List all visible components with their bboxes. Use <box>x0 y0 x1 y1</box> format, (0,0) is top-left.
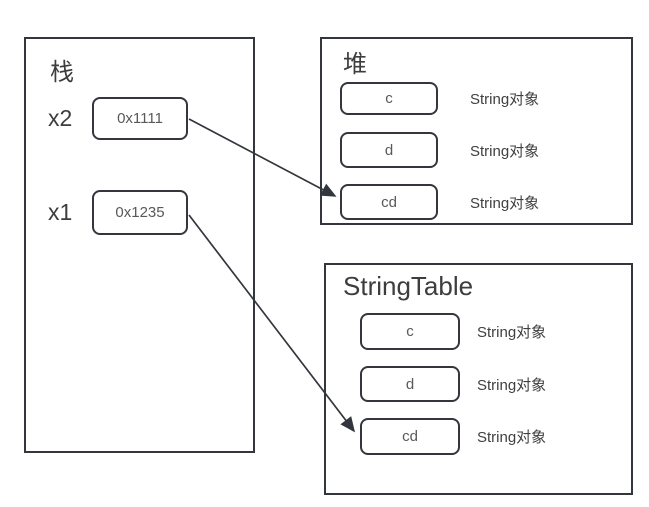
stringtable-object-box-cd: cd <box>360 418 460 455</box>
stringtable-title: StringTable <box>343 271 474 301</box>
heap-object-label-cd: String对象 <box>470 194 540 212</box>
heap-object-box-cd: cd <box>340 184 438 220</box>
variable-name-x1: x1 <box>48 199 73 225</box>
stringtable-object-box-c: c <box>360 313 460 350</box>
stringtable-object-box-d: d <box>360 366 460 402</box>
variable-name-x2: x2 <box>48 105 73 131</box>
stack-title: 栈 <box>50 59 74 86</box>
stringtable-object-label-c: String对象 <box>477 324 547 341</box>
heap-object-box-d: d <box>340 132 438 168</box>
heap-object-label-c: String对象 <box>470 91 540 108</box>
pointer-value-box-x2: 0x1111 <box>92 97 188 140</box>
heap-title: 堆 <box>343 51 367 78</box>
pointer-value-box-x1: 0x1235 <box>92 190 188 235</box>
heap-object-box-c: c <box>340 82 438 115</box>
stringtable-object-label-d: String对象 <box>477 376 547 394</box>
heap-object-label-d: String对象 <box>470 142 540 160</box>
stringtable-object-label-cd: String对象 <box>477 429 547 446</box>
